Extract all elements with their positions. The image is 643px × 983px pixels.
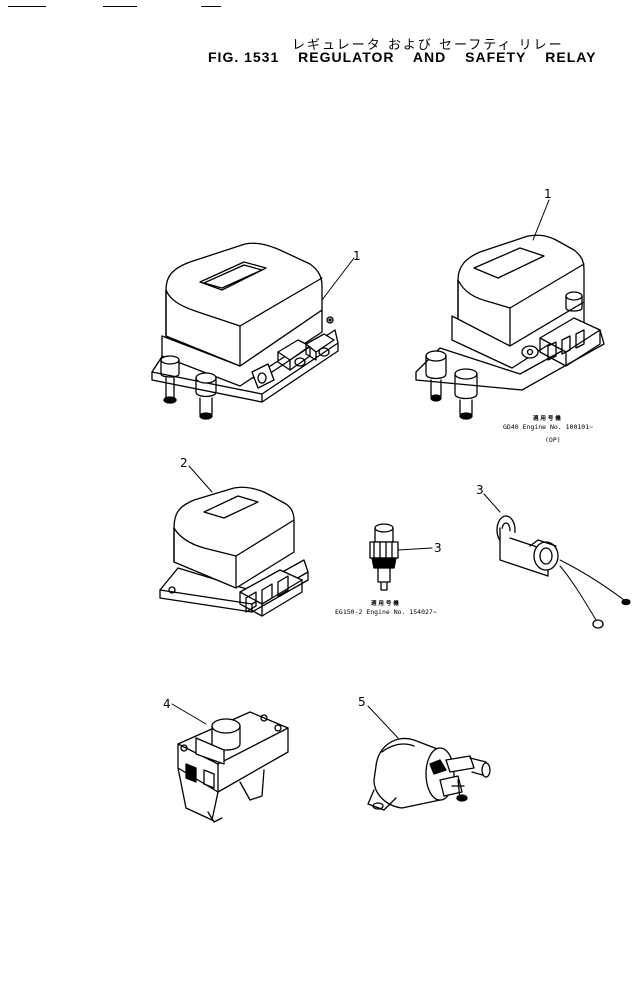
relay-5 — [367, 705, 491, 811]
header-rule-2 — [103, 6, 137, 7]
title-japanese: レギュレータ および セーフティ リレー — [292, 38, 564, 53]
note-eg150-line1: EG150-2 Engine No. 154027~ — [335, 608, 437, 616]
note-eg150-jp: 適 用 号 機 — [371, 599, 399, 607]
relay-4 — [171, 703, 289, 823]
title-word-relay: RELAY — [545, 49, 597, 65]
header-rule-3 — [201, 6, 221, 7]
callout-regulator-1-right: 1 — [544, 187, 552, 201]
note-gd40-line1: GD40 Engine No. 100101~ — [503, 423, 593, 431]
regulator-1-left — [151, 242, 355, 420]
note-gd40-line2: (OP) — [545, 436, 561, 444]
callout-regulator-1-left: 1 — [353, 249, 361, 263]
title-word-regulator: REGULATOR — [298, 49, 395, 65]
note-gd40-jp: 適 用 号 機 — [533, 414, 561, 422]
safety-relay-3-center — [369, 523, 433, 591]
regulator-2 — [159, 465, 309, 617]
header-rule-1 — [8, 6, 46, 7]
callout-relay-4: 4 — [163, 697, 171, 711]
callout-safety-relay-3-center: 3 — [434, 541, 442, 555]
callout-relay-5: 5 — [358, 695, 366, 709]
fig-label: FIG. 1531 — [208, 49, 280, 65]
safety-relay-3-right — [483, 493, 631, 629]
title-english: FIG. 1531 REGULATOR AND SAFETY RELAY — [208, 49, 596, 65]
callout-regulator-2: 2 — [180, 456, 188, 470]
title-word-and: AND — [412, 49, 447, 65]
title-word-safety: SAFETY — [465, 49, 527, 65]
regulator-1-right — [415, 199, 605, 420]
callout-safety-relay-3-right: 3 — [476, 483, 484, 497]
